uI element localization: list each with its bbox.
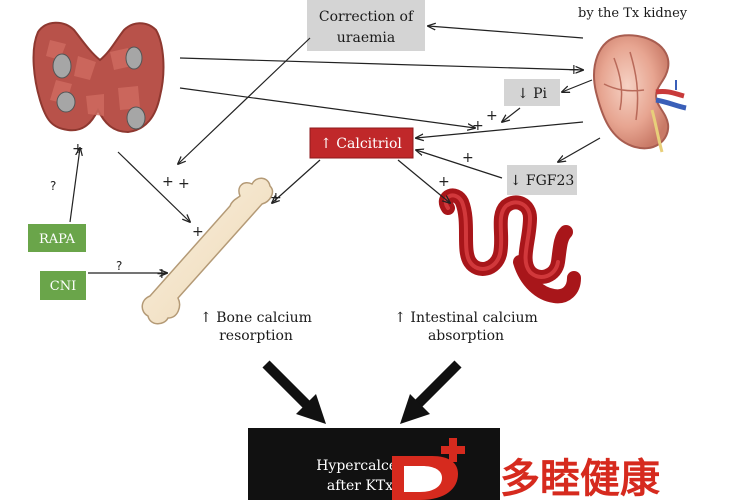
arrow-calcitriol-to-bone [272,159,321,203]
svg-text:+: + [438,174,450,190]
parathyroid-gland-image [32,21,165,134]
svg-text:+: + [486,108,498,124]
correction-of-uraemia-box: Correction of uraemia [307,0,425,51]
convergence-arrows [262,360,462,424]
intestine-image [438,188,581,304]
svg-text:?: ? [50,179,56,193]
tx-kidney-label: by the Tx kidney [578,6,688,21]
svg-text:RAPA: RAPA [39,232,76,247]
bone-resorption-label-line1: ↑ Bone calcium [200,310,312,326]
svg-text:+: + [462,150,474,166]
intestinal-absorption-label-line2: absorption [428,328,504,344]
svg-text:+: + [472,118,484,134]
rapa-box: RAPA [28,224,86,252]
hypercalcemia-box: Hypercalcer after KTx [248,428,500,500]
arrow-fgf23-to-calcitriol [416,150,503,179]
arrow-kidney-to-correction [428,26,584,39]
svg-text:+: + [568,62,580,78]
bone-image [141,177,274,325]
arrow-parathyroid-to-bone [117,151,190,222]
svg-text:+: + [162,174,174,190]
arrow-calcitriol-to-intestine [397,159,450,203]
arrow-parathyroid-to-kidney [179,57,583,70]
svg-text:+: + [156,266,168,282]
svg-text:Hypercalcer: Hypercalcer [316,458,404,474]
cni-box: CNI [40,271,86,300]
svg-text:?: ? [116,259,122,273]
arrow-pi-to-calcitriol [502,107,521,122]
bone-resorption-label-line2: resorption [219,328,293,344]
svg-text:uraemia: uraemia [337,30,395,46]
fgf23-box: ↓ FGF23 [507,165,577,195]
svg-text:+: + [270,190,282,206]
pathway-arrows [69,26,601,273]
arrow-kidney-to-fgf23 [558,137,601,162]
svg-text:↓ FGF23: ↓ FGF23 [510,173,575,189]
arrow-parathyroid-to-calcitriol [179,87,475,128]
watermark-text: 多睦健康 [500,456,660,500]
svg-text:after KTx: after KTx [327,478,393,494]
arrow-rapa-to-parathyroid [69,148,80,223]
arrow-kidney-to-pi [562,79,593,92]
calcitriol-box: ↑ Calcitriol [309,127,414,159]
watermark-logo: 多睦健康 [392,438,660,500]
svg-text:↓ Pi: ↓ Pi [517,86,548,102]
svg-text:CNI: CNI [50,279,76,294]
pi-box: ↓ Pi [504,79,560,106]
arrow-kidney-to-calcitriol [416,121,584,138]
effect-signs: + + + + + + + + + + + ? ? [50,62,580,282]
svg-text:+: + [72,141,84,157]
svg-text:Correction of: Correction of [319,9,415,25]
arrow-correction-to-bone [178,37,311,164]
intestinal-absorption-label-line1: ↑ Intestinal calcium [394,310,538,326]
svg-text:+: + [178,176,190,192]
kidney-image [593,34,687,153]
svg-text:↑ Calcitriol: ↑ Calcitriol [320,136,402,152]
svg-text:+: + [192,224,204,240]
